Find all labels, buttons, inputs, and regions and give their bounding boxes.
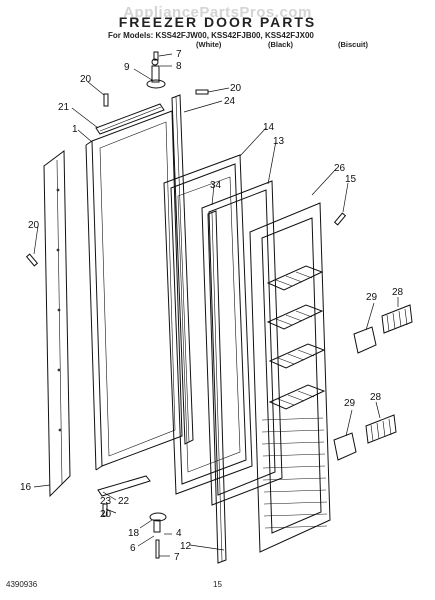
callout-20-bottom: 20 xyxy=(100,509,112,520)
variant-biscuit: (Biscuit) xyxy=(338,40,368,49)
page-title: FREEZER DOOR PARTS xyxy=(118,14,317,30)
top-hinge-bracket xyxy=(95,103,165,135)
callout-20-top-right: 20 xyxy=(230,83,242,94)
callout-4: 4 xyxy=(176,528,182,539)
breaker-strip xyxy=(207,210,227,564)
inner-insulation-panel xyxy=(177,176,241,473)
document-number: 4390936 xyxy=(6,580,38,589)
screws xyxy=(25,89,347,267)
leader-lines xyxy=(33,53,399,557)
callout-26: 26 xyxy=(334,163,346,174)
door-liner xyxy=(201,180,283,506)
door-outer-panel xyxy=(43,150,71,498)
door-shelves xyxy=(266,265,326,410)
inner-door-liner xyxy=(249,202,331,553)
callout-7-top: 7 xyxy=(176,49,182,60)
watermark: AppliancePartsPros.com xyxy=(123,4,312,21)
callout-20-left: 20 xyxy=(28,220,40,231)
callout-21: 21 xyxy=(58,102,70,113)
callout-15: 15 xyxy=(345,174,357,185)
callout-8: 8 xyxy=(176,61,182,72)
lower-liner-ribs xyxy=(261,417,328,529)
variant-black: (Black) xyxy=(268,40,294,49)
callout-6: 6 xyxy=(130,543,136,554)
callout-18: 18 xyxy=(128,528,140,539)
page-number: 15 xyxy=(213,580,222,589)
callout-29-upper: 29 xyxy=(366,292,378,303)
door-trim-strip xyxy=(171,94,194,445)
callout-14: 14 xyxy=(263,122,275,133)
callout-23: 23 xyxy=(100,496,112,507)
callout-20-top-left: 20 xyxy=(80,74,92,85)
door-frame xyxy=(85,110,183,471)
door-gasket xyxy=(163,154,253,495)
callout-28-upper: 28 xyxy=(392,287,404,298)
bottom-hinge xyxy=(97,475,167,559)
callout-28-lower: 28 xyxy=(370,392,382,403)
callout-13: 13 xyxy=(273,136,285,147)
models-line: For Models: KSS42FJW00, KSS42FJB00, KSS4… xyxy=(108,31,314,40)
callout-16: 16 xyxy=(20,482,32,493)
shelf-retainer-upper xyxy=(353,304,413,354)
callout-7-bottom: 7 xyxy=(174,552,180,563)
callout-34: 34 xyxy=(210,180,222,191)
callout-1: 1 xyxy=(72,124,78,135)
callout-29-lower: 29 xyxy=(344,398,356,409)
shelf-retainer-lower xyxy=(333,414,397,461)
variant-white: (White) xyxy=(196,40,222,49)
callout-22: 22 xyxy=(118,496,130,507)
callout-labels: 1 4 6 7 7 8 9 12 13 14 15 16 18 20 20 20… xyxy=(20,49,404,563)
top-hinge xyxy=(146,51,166,89)
callout-9: 9 xyxy=(124,62,130,73)
callout-12: 12 xyxy=(180,541,192,552)
callout-24: 24 xyxy=(224,96,236,107)
